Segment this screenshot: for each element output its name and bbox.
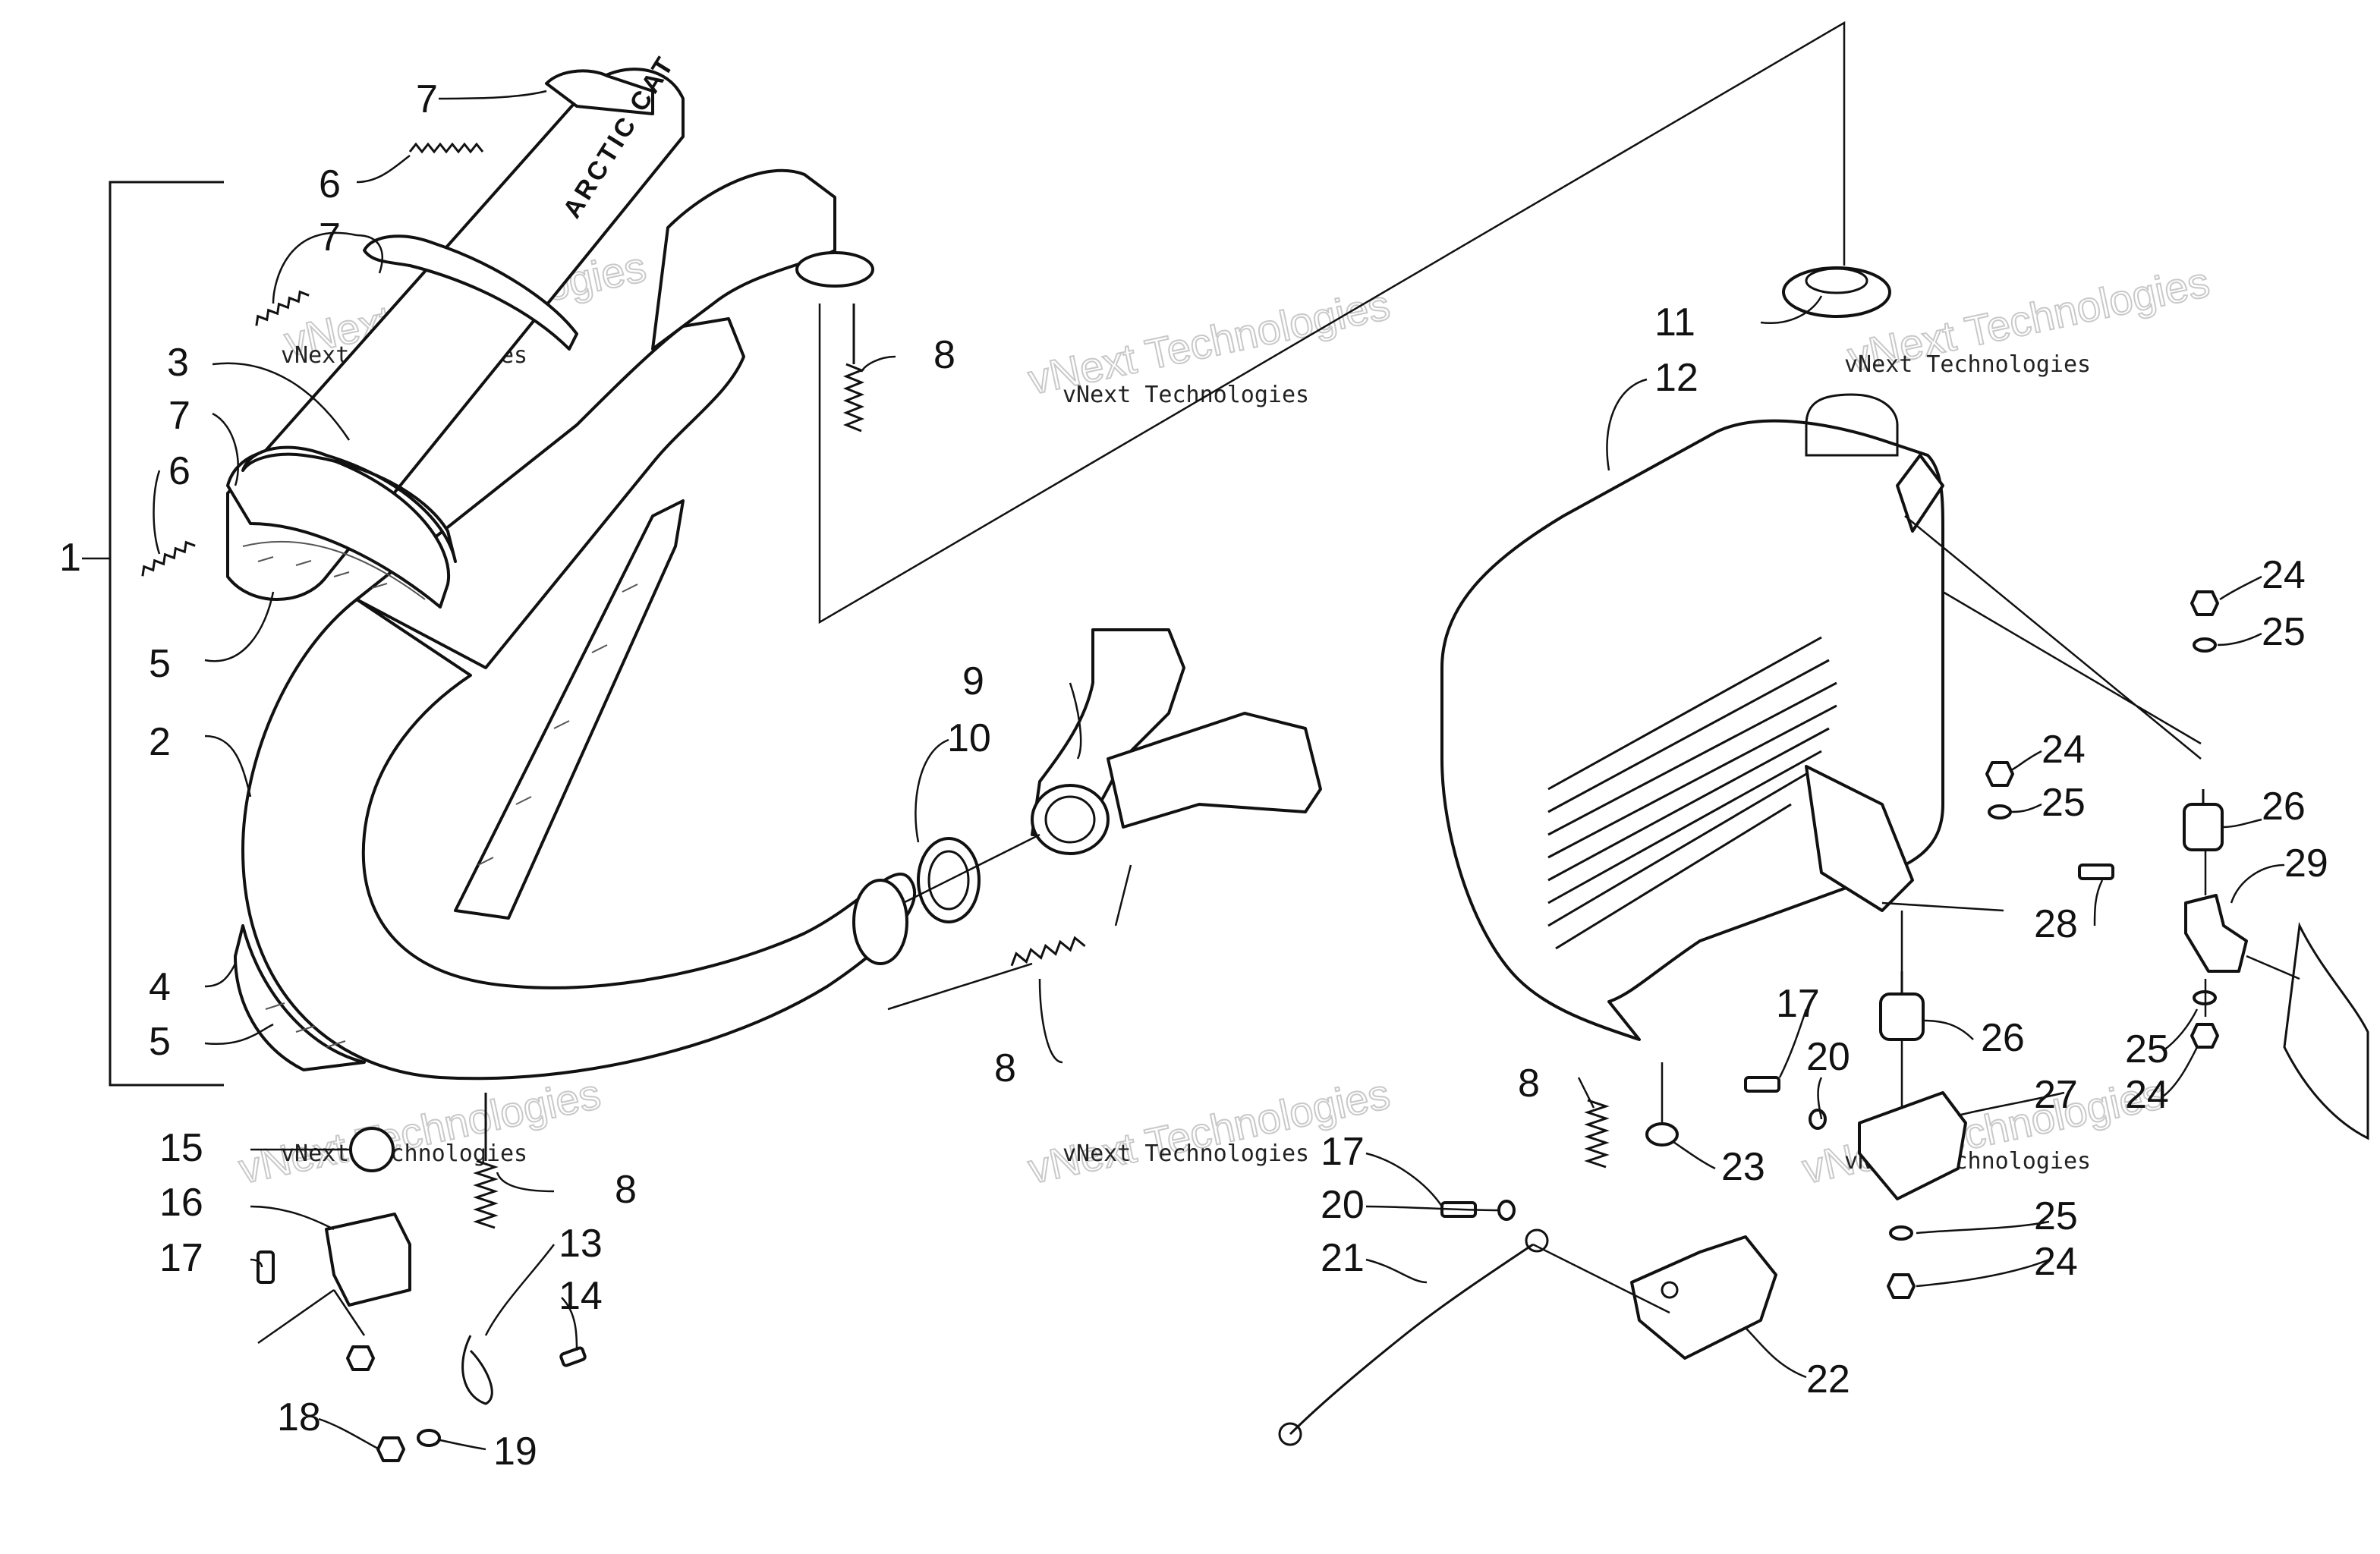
washer-low	[1889, 1225, 1913, 1241]
spring-6-low	[141, 540, 196, 577]
callout-26-lower: 26	[1981, 1016, 2025, 1060]
callout-1: 1	[59, 536, 81, 580]
callout-23: 23	[1721, 1145, 1765, 1189]
callout-12: 12	[1654, 356, 1698, 400]
callout-8-upper: 8	[933, 333, 955, 377]
callout-5-upper: 5	[149, 642, 171, 686]
callout-8-lower: 8	[615, 1168, 637, 1212]
callout-24-a: 24	[2262, 553, 2306, 597]
callout-20-right: 20	[1806, 1035, 1850, 1079]
pipe-outlet	[795, 251, 874, 288]
washer-top	[2193, 637, 2217, 653]
spring-8-right	[1584, 1099, 1610, 1169]
callout-24-d: 24	[2034, 1240, 2078, 1284]
expansion-chamber	[234, 168, 916, 1081]
callout-10: 10	[947, 716, 991, 760]
callout-6-top: 6	[319, 162, 341, 206]
callout-24-c: 24	[2125, 1073, 2169, 1117]
callout-4: 4	[149, 965, 171, 1009]
frame-section	[2283, 921, 2369, 1140]
grommet	[1782, 266, 1891, 318]
callout-9: 9	[962, 659, 984, 703]
callout-16: 16	[159, 1181, 203, 1225]
spring-8-lower	[473, 1093, 499, 1229]
callout-28: 28	[2034, 902, 2078, 946]
callout-8-right: 8	[1518, 1062, 1540, 1106]
callout-6-mid: 6	[168, 449, 190, 493]
callout-20-mid: 20	[1321, 1183, 1365, 1227]
callout-17-right: 17	[1776, 982, 1820, 1026]
callout-labels: 1 2 3 4 5 5 6 6 7 7 7 8 8 8 8 9 10 11 12…	[59, 77, 2328, 1474]
callout-25-d: 25	[2034, 1194, 2078, 1238]
spring-8-pipe	[1010, 936, 1086, 967]
spacer-23	[1645, 1122, 1679, 1147]
callout-26-upper: 26	[2262, 785, 2306, 829]
nut-18-b	[376, 1436, 405, 1462]
callout-24-b: 24	[2042, 728, 2086, 772]
mount-bracket-22	[1630, 1235, 1777, 1360]
callout-25-c: 25	[2125, 1027, 2169, 1071]
washer-20-a	[1497, 1200, 1516, 1221]
watermark-text: vNext Technologies	[1062, 382, 1309, 408]
callout-11: 11	[1654, 300, 1695, 344]
mount-bracket-29	[2184, 894, 2248, 973]
box-mount-bracket	[1805, 765, 1914, 912]
manifold-outlet-ring	[1031, 784, 1110, 855]
callout-14: 14	[559, 1274, 603, 1318]
callout-2: 2	[149, 720, 171, 764]
spring-8-upper	[842, 304, 865, 433]
callout-21: 21	[1321, 1236, 1365, 1280]
watermark-text: vNext Technologies	[281, 1140, 527, 1167]
watermark-outline: vNext Technologies	[235, 1069, 604, 1192]
ground-wire	[1278, 1228, 1549, 1446]
callout-5-lower: 5	[149, 1020, 171, 1064]
pipe-inlet	[852, 879, 908, 965]
nut-low	[1887, 1273, 1916, 1299]
callout-25-a: 25	[2262, 610, 2306, 654]
watermark-text: vNext Technologies	[1844, 351, 2091, 378]
mount-bracket-27	[1858, 1091, 1967, 1200]
washer-mid	[1988, 804, 2012, 819]
callout-3: 3	[167, 341, 189, 385]
assembly-bracket	[109, 181, 224, 1087]
bolt-17-right	[1744, 1076, 1780, 1093]
callout-25-b: 25	[2042, 781, 2086, 825]
clip-13	[461, 1335, 493, 1405]
nut-top	[2190, 590, 2219, 616]
watermark-text: vNext Technologies	[1062, 1140, 1309, 1167]
washer-20-b	[1809, 1109, 1827, 1130]
washer-19	[417, 1429, 441, 1447]
air-silencer-box	[1440, 393, 1944, 1041]
callout-17-mid: 17	[1321, 1130, 1365, 1174]
clamp-bracket-16	[325, 1213, 411, 1307]
callout-27: 27	[2034, 1073, 2078, 1117]
spring-6-top	[408, 142, 484, 154]
exhaust-manifold	[1031, 628, 1322, 855]
callout-22: 22	[1806, 1357, 1850, 1401]
nut-18	[346, 1345, 375, 1371]
rubber-mount-15	[349, 1127, 395, 1172]
spring-6-mid	[255, 290, 310, 326]
callout-19: 19	[493, 1430, 537, 1474]
leader-lines	[153, 20, 2300, 1451]
callout-7-top: 7	[416, 77, 438, 121]
callout-13: 13	[559, 1222, 603, 1266]
callout-7-low: 7	[168, 394, 190, 438]
nut-right	[2190, 1023, 2219, 1049]
callout-18: 18	[277, 1395, 321, 1439]
box-tab	[1896, 454, 1944, 533]
nut-mid	[1985, 761, 2014, 787]
callout-29: 29	[2284, 841, 2328, 886]
bolt-left	[257, 1250, 275, 1284]
callout-15: 15	[159, 1126, 203, 1170]
callout-17-left: 17	[159, 1236, 203, 1280]
callout-8-pipe: 8	[994, 1046, 1016, 1090]
callout-7-mid: 7	[319, 215, 341, 260]
screw-14	[559, 1346, 587, 1367]
rubber-mount-upper	[2183, 789, 2224, 851]
bolt-28	[2078, 864, 2114, 880]
